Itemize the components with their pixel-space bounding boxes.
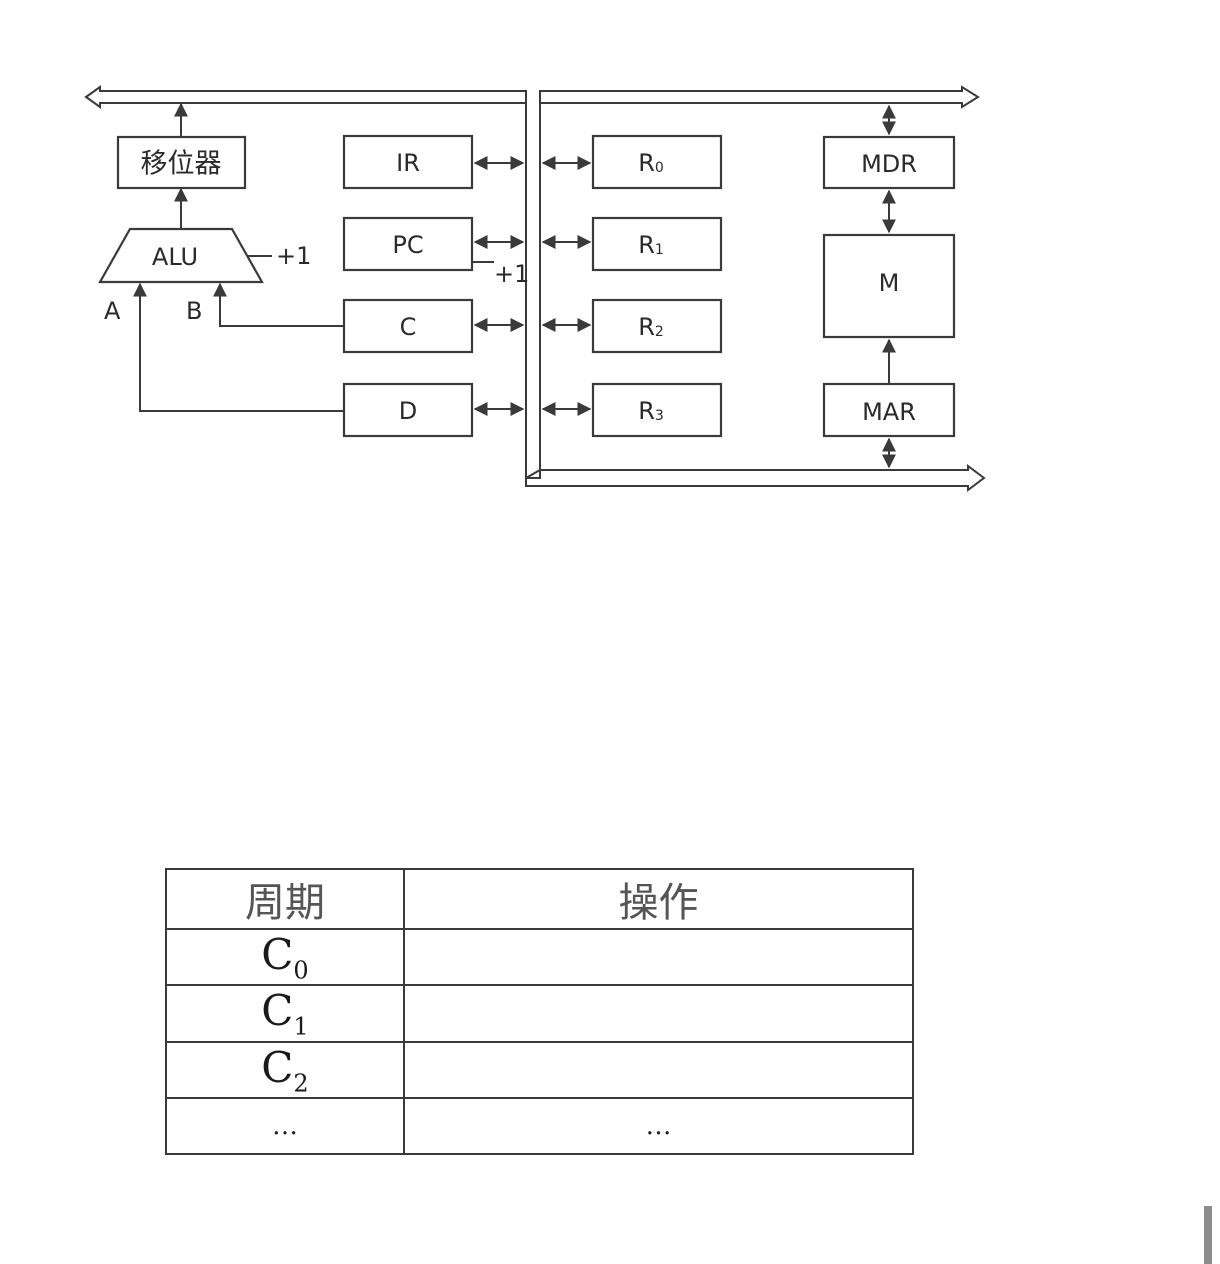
table-header-row: 周期 操作 <box>165 868 914 930</box>
mdr-label: MDR <box>861 150 917 178</box>
memory-box <box>822 233 956 339</box>
operation-cell[interactable] <box>403 984 914 1043</box>
mdr-box <box>822 135 956 190</box>
alu-label: ALU <box>152 243 198 271</box>
memory-label: M <box>879 269 900 297</box>
alu-input-b-label: B <box>186 297 202 325</box>
c-box <box>342 298 474 354</box>
c-to-alu-b-wire <box>213 282 344 327</box>
r0-label: R0 <box>638 149 664 177</box>
table-row: … … <box>165 1097 914 1156</box>
operation-table: 周期 操作 C0 C1 C2 … … <box>165 868 914 1156</box>
alu-inc-label: +1 <box>276 242 311 270</box>
ir-box <box>342 134 474 190</box>
table-row: C1 <box>165 984 914 1043</box>
operation-cell: … <box>403 1097 914 1156</box>
operation-cell[interactable] <box>403 1040 914 1100</box>
pc-box <box>342 216 474 272</box>
mar-label: MAR <box>862 398 916 426</box>
header-operation: 操作 <box>403 868 914 930</box>
r2-label: R2 <box>638 313 664 341</box>
d-box <box>342 382 474 438</box>
operation-cell[interactable] <box>403 927 914 987</box>
ir-label: IR <box>396 149 420 177</box>
r1-label: R1 <box>638 231 664 259</box>
c-label: C <box>400 313 417 341</box>
table-row: C2 <box>165 1040 914 1100</box>
cycle-cell: C1 <box>165 984 405 1043</box>
cycle-cell: C0 <box>165 927 405 987</box>
pc-label: PC <box>392 231 423 259</box>
cycle-cell: C2 <box>165 1040 405 1100</box>
d-label: D <box>399 397 417 425</box>
cpu-datapath-diagram: 移位器 ALU +1 A B IR PC +1 C D R0 R1 R2 R3 … <box>84 85 986 492</box>
page-edge-bar <box>1204 1206 1212 1264</box>
d-to-alu-a-wire <box>133 282 344 412</box>
alu-input-a-label: A <box>104 297 121 325</box>
shifter-label: 移位器 <box>141 149 222 180</box>
r3-label: R3 <box>638 397 664 425</box>
bottom-bus <box>525 464 986 492</box>
header-cycle: 周期 <box>165 868 405 930</box>
top-bus <box>84 85 527 109</box>
table-row: C0 <box>165 927 914 987</box>
r1-box <box>591 216 723 272</box>
pc-inc-label: +1 <box>494 260 529 288</box>
r0-box <box>591 134 723 190</box>
cycle-cell: … <box>165 1097 405 1156</box>
r3-box <box>591 382 723 438</box>
shifter-box <box>116 135 247 190</box>
r2-box <box>591 298 723 354</box>
mar-box <box>822 382 956 438</box>
alu-shape <box>98 227 264 284</box>
top-bus-right <box>539 85 980 109</box>
